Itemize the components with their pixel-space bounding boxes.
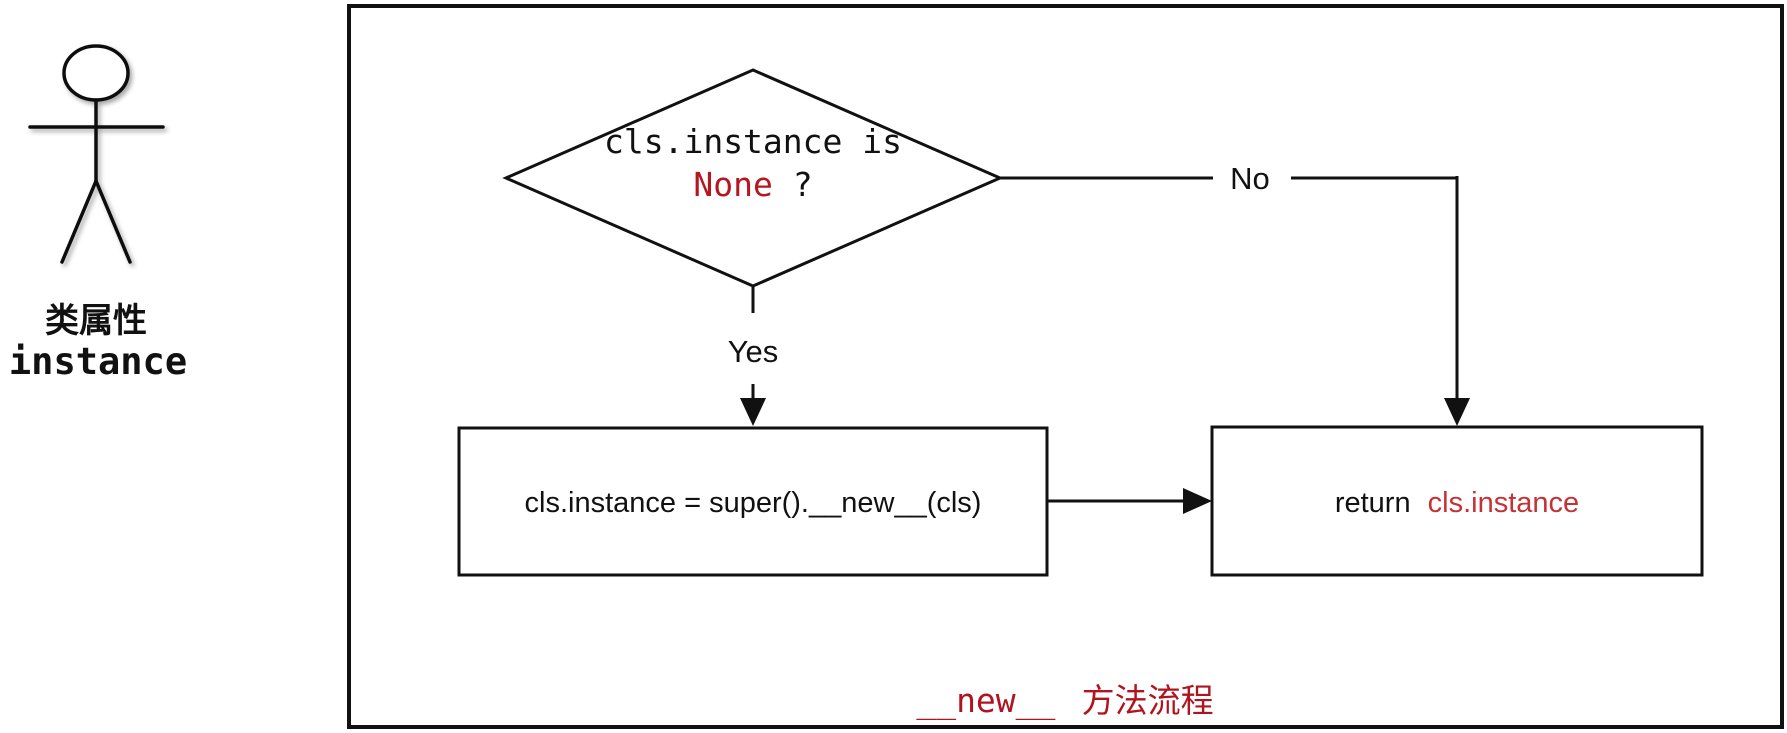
no-arrowhead-icon: [1444, 398, 1470, 426]
actor-leg-left: [60, 179, 98, 264]
yes-arrowhead-icon: [740, 398, 766, 426]
return-box: [1210, 425, 1704, 577]
caption-cn: 方法流程: [1082, 682, 1214, 719]
actor-label-cn: 类属性: [45, 302, 147, 340]
no-label: No: [1230, 161, 1270, 196]
actor-label-code: instance: [9, 340, 187, 383]
return-instance-highlight: cls.instance: [1428, 487, 1580, 519]
caption-code: __new__: [916, 681, 1055, 721]
actor-leg-right: [94, 179, 132, 264]
decision-question-mark: ?: [793, 165, 813, 204]
no-branch-connector: [1000, 176, 1459, 400]
yes-label: Yes: [728, 334, 779, 369]
decision-text-line2: None ?: [693, 165, 812, 204]
return-box-text: return cls.instance: [1335, 487, 1579, 519]
decision-none-highlight: None: [693, 165, 772, 204]
process-box-text: cls.instance = super().__new__(cls): [525, 487, 982, 519]
actor-figure-icon: [28, 44, 165, 264]
actor-head: [62, 44, 130, 102]
return-keyword: return: [1335, 487, 1411, 519]
diagram-caption: __new__ 方法流程: [916, 681, 1213, 721]
right-arrowhead-icon: [1183, 488, 1212, 514]
flowchart-frame: [347, 4, 1784, 729]
process-box: [457, 426, 1049, 577]
decision-text-line1: cls.instance is: [604, 122, 902, 161]
